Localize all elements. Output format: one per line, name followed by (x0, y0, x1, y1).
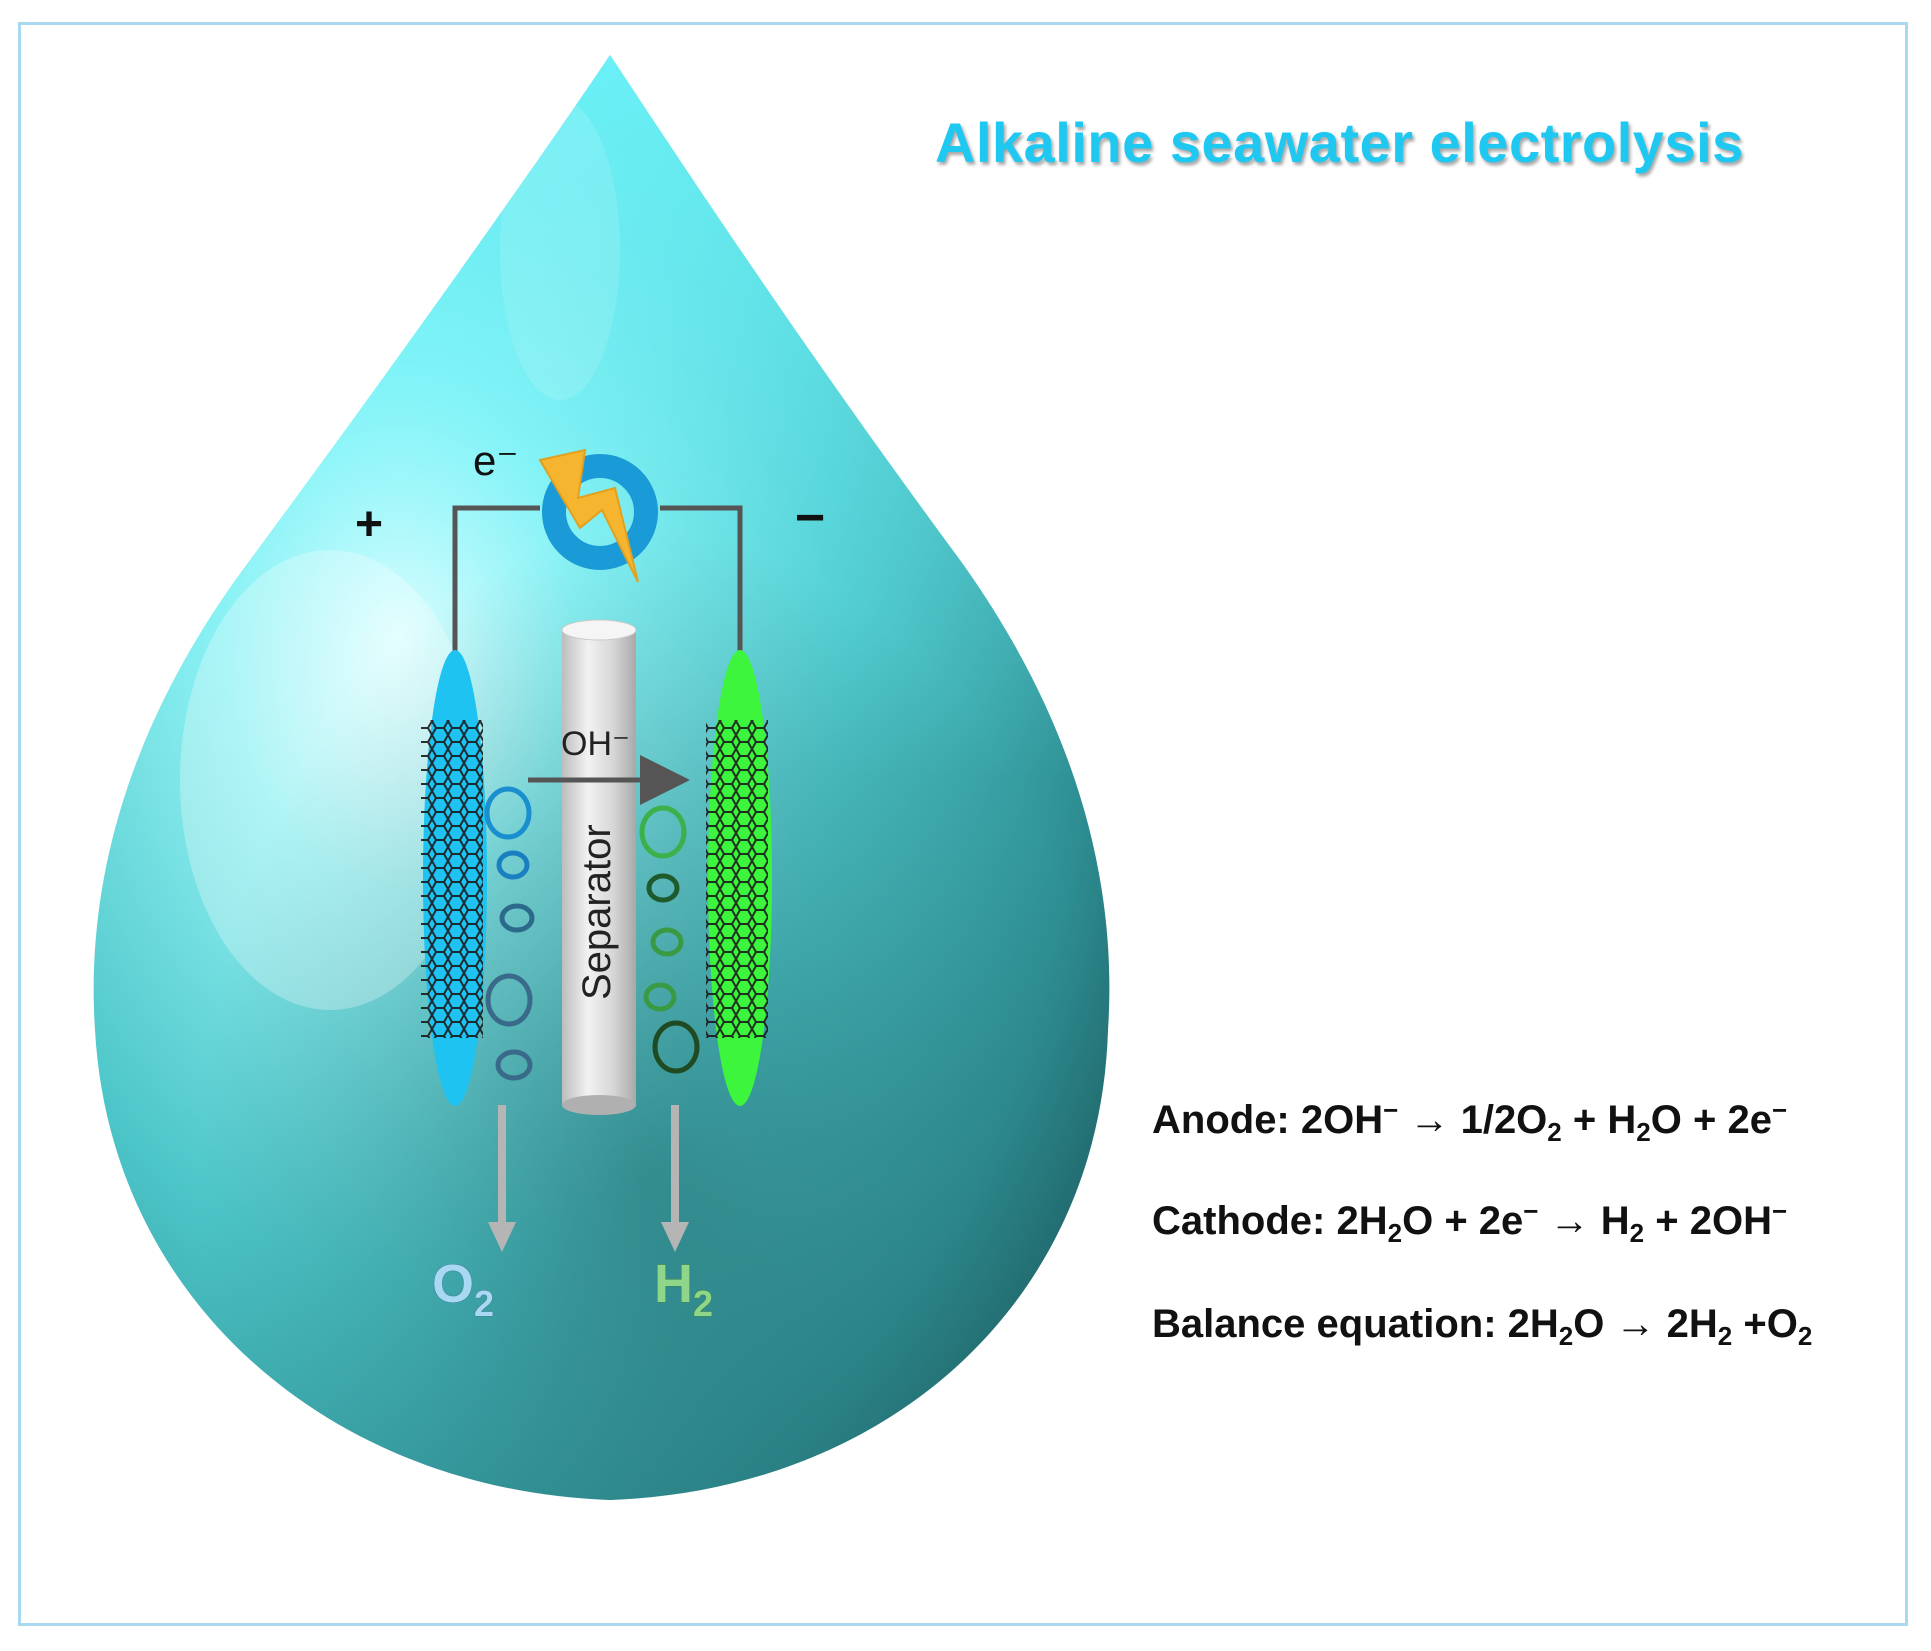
oxygen-bubbles (484, 786, 535, 1081)
hydrogen-outlet-arrow (661, 1105, 689, 1252)
anode-wire (452, 505, 540, 658)
positive-terminal-label: + (355, 498, 383, 551)
power-source-icon (542, 454, 658, 570)
bubble (499, 903, 535, 933)
hydroxide-label: OH⁻ (561, 725, 630, 763)
negative-terminal-label: − (795, 489, 825, 547)
bubble (485, 973, 533, 1027)
page-title: Alkaline seawater electrolysis (935, 111, 1744, 174)
anode-equation: Anode: 2OH− → 1/2O2 + H2O + 2e− (1152, 1095, 1788, 1147)
svg-text:H2: H2 (654, 1254, 713, 1324)
bubble (639, 805, 687, 859)
bubble (495, 1049, 533, 1081)
hydrogen-bubbles (639, 805, 700, 1074)
cathode-wire (660, 505, 743, 658)
bubble (646, 873, 680, 903)
separator-label: Separator (575, 824, 619, 1000)
balance-equation: Balance equation: 2H2O → 2H2 +O2 (1152, 1302, 1813, 1351)
svg-text:O2: O2 (432, 1254, 494, 1324)
cathode-equation: Cathode: 2H2O + 2e− → H2 + 2OH− (1152, 1196, 1788, 1248)
separator-membrane (561, 619, 637, 1115)
oxygen-label: O2 (432, 1254, 495, 1325)
cathode-electrode (706, 650, 772, 1106)
bubble (496, 850, 530, 880)
oxygen-outlet-arrow (488, 1105, 516, 1252)
bubble (643, 982, 677, 1012)
lightning-bolt-icon (538, 448, 639, 583)
figure-frame (18, 22, 1908, 1626)
bubble (484, 786, 532, 840)
electron-label: e⁻ (473, 437, 519, 484)
anode-electrode (421, 650, 487, 1106)
bubble (650, 927, 684, 957)
bubble (652, 1020, 700, 1074)
hydrogen-label: H2 (654, 1254, 714, 1325)
